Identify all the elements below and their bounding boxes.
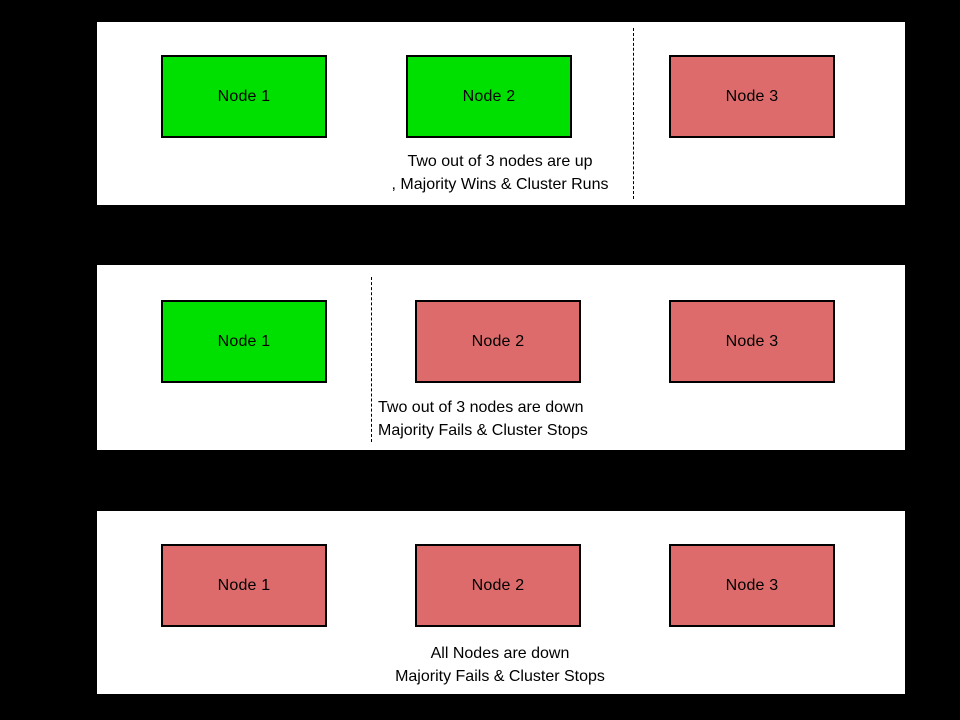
node-label: Node 3 bbox=[725, 576, 779, 594]
node-box-2[interactable]: Node 2 bbox=[415, 544, 581, 627]
node-label: Node 2 bbox=[471, 332, 525, 350]
caption-line-2: Majority Fails & Cluster Stops bbox=[378, 422, 588, 439]
node-box-1[interactable]: Node 1 bbox=[161, 300, 327, 383]
node-box-2[interactable]: Node 2 bbox=[415, 300, 581, 383]
node-label: Node 2 bbox=[471, 576, 525, 594]
node-box-2[interactable]: Node 2 bbox=[406, 55, 572, 138]
caption-line-2: , Majority Wins & Cluster Runs bbox=[391, 176, 609, 193]
panel-scenario-two-down: Node 1 Node 2 Node 3 Two out of 3 nodes … bbox=[97, 265, 905, 450]
node-box-1[interactable]: Node 1 bbox=[161, 544, 327, 627]
node-box-3[interactable]: Node 3 bbox=[669, 300, 835, 383]
caption-line-1: All Nodes are down bbox=[430, 645, 570, 662]
caption-line-1: Two out of 3 nodes are down bbox=[378, 399, 584, 416]
node-box-3[interactable]: Node 3 bbox=[669, 544, 835, 627]
panel-scenario-all-down: Node 1 Node 2 Node 3 All Nodes are down … bbox=[97, 511, 905, 694]
caption-line-2: Majority Fails & Cluster Stops bbox=[395, 668, 605, 685]
partition-divider-line bbox=[371, 277, 372, 442]
node-label: Node 2 bbox=[462, 87, 516, 105]
panel-caption: Two out of 3 nodes are down Majority Fai… bbox=[378, 396, 838, 442]
node-label: Node 1 bbox=[217, 332, 271, 350]
node-label: Node 1 bbox=[217, 87, 271, 105]
partition-divider-line bbox=[633, 28, 634, 199]
node-label: Node 3 bbox=[725, 87, 779, 105]
panel-caption: All Nodes are down Majority Fails & Clus… bbox=[250, 642, 750, 688]
caption-line-1: Two out of 3 nodes are up bbox=[407, 153, 593, 170]
node-box-1[interactable]: Node 1 bbox=[161, 55, 327, 138]
node-label: Node 1 bbox=[217, 576, 271, 594]
panel-scenario-two-up: Node 1 Node 2 Node 3 Two out of 3 nodes … bbox=[97, 22, 905, 205]
panel-caption: Two out of 3 nodes are up , Majority Win… bbox=[250, 150, 750, 196]
node-label: Node 3 bbox=[725, 332, 779, 350]
node-box-3[interactable]: Node 3 bbox=[669, 55, 835, 138]
